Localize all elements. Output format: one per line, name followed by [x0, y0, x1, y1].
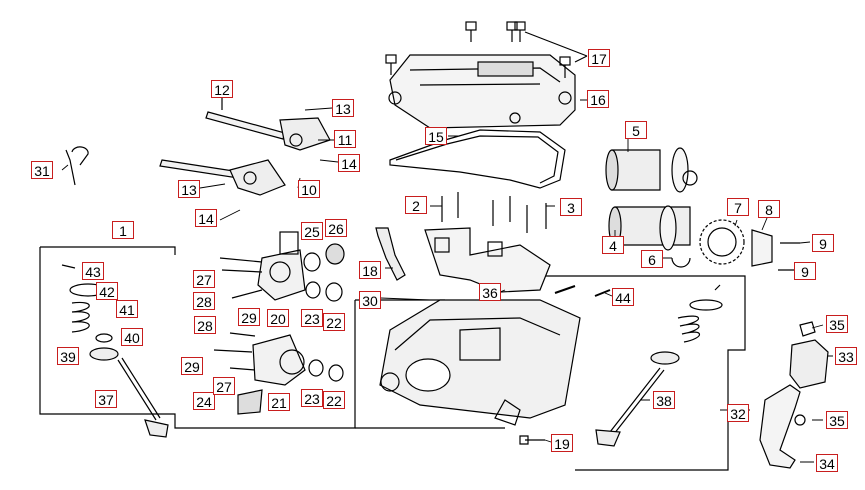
- label-22-lower: 22: [323, 391, 345, 409]
- thermostat-housing-21: [237, 334, 306, 415]
- label-25: 25: [301, 222, 323, 240]
- label-34: 34: [816, 454, 838, 472]
- label-20: 20: [267, 309, 289, 327]
- label-33: 33: [835, 347, 857, 365]
- cam-holder: [424, 227, 551, 293]
- label-26: 26: [325, 219, 347, 237]
- label-1: 1: [112, 221, 134, 239]
- label-13-lower: 13: [178, 180, 200, 198]
- label-29-upper: 29: [238, 308, 260, 326]
- label-14-lower: 14: [195, 209, 217, 227]
- valve-assembly-right: [595, 284, 723, 447]
- label-40: 40: [121, 328, 143, 346]
- label-27-lower: 27: [213, 377, 235, 395]
- wire-clip: [65, 146, 89, 186]
- label-39: 39: [57, 347, 79, 365]
- label-18: 18: [359, 261, 381, 279]
- label-44: 44: [612, 288, 634, 306]
- label-23-upper: 23: [301, 309, 323, 327]
- label-8: 8: [758, 200, 780, 218]
- label-6: 6: [641, 250, 663, 268]
- label-9-upper: 9: [812, 234, 834, 252]
- label-17: 17: [588, 49, 610, 67]
- label-12: 12: [211, 80, 233, 98]
- camshaft-5: [605, 147, 698, 193]
- label-31: 31: [31, 161, 53, 179]
- label-35-lower: 35: [826, 411, 848, 429]
- head-bolts: [441, 192, 547, 233]
- label-3: 3: [560, 198, 582, 216]
- valve-group-frame: [39, 246, 356, 429]
- label-35-upper: 35: [826, 315, 848, 333]
- label-30: 30: [359, 291, 381, 309]
- label-7: 7: [727, 198, 749, 216]
- label-32: 32: [727, 404, 749, 422]
- cylinder-head: [379, 299, 581, 426]
- label-21: 21: [268, 393, 290, 411]
- valve-assembly-left: [61, 264, 169, 438]
- label-29-lower: 29: [181, 357, 203, 375]
- label-37: 37: [95, 390, 117, 408]
- label-36: 36: [479, 283, 501, 301]
- label-38: 38: [653, 391, 675, 409]
- cover-bolts: [385, 21, 588, 78]
- cam-sprocket: [699, 219, 745, 265]
- rocker-shaft-upper: [159, 98, 286, 179]
- cylinder-head-cover: [388, 54, 576, 129]
- cover-gasket: [389, 129, 566, 189]
- label-41: 41: [116, 300, 138, 318]
- label-11: 11: [334, 130, 356, 148]
- label-42: 42: [96, 282, 118, 300]
- engine-mount: [759, 321, 829, 469]
- label-43: 43: [82, 262, 104, 280]
- label-5: 5: [625, 121, 647, 139]
- label-28-upper: 28: [193, 292, 215, 310]
- label-2: 2: [405, 196, 427, 214]
- label-28-lower: 28: [194, 316, 216, 334]
- label-23-lower: 23: [301, 389, 323, 407]
- label-9-lower: 9: [794, 262, 816, 280]
- label-14-upper: 14: [338, 154, 360, 172]
- housing-bolts: [213, 257, 263, 371]
- rocker-arms: [229, 117, 331, 196]
- spark-plug: [375, 227, 406, 281]
- label-24: 24: [193, 392, 215, 410]
- label-22-upper: 22: [323, 313, 345, 331]
- thermostat-housing-20: [257, 231, 306, 301]
- label-10: 10: [298, 180, 320, 198]
- label-4: 4: [602, 236, 624, 254]
- o-rings: [303, 243, 345, 382]
- label-15: 15: [425, 127, 447, 145]
- label-19: 19: [551, 434, 573, 452]
- sprocket-plate: [751, 229, 773, 267]
- label-16: 16: [587, 90, 609, 108]
- label-13-upper: 13: [332, 99, 354, 117]
- right-group-frame: [545, 275, 746, 471]
- label-27-upper: 27: [193, 270, 215, 288]
